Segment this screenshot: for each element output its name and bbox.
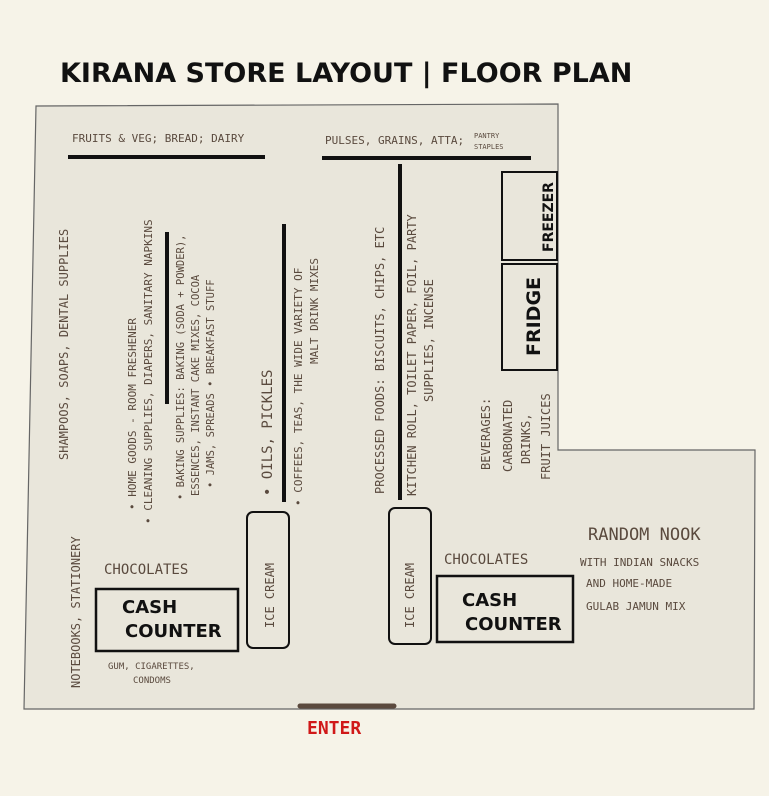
label-nook-3: AND HOME-MADE — [586, 577, 672, 590]
store-floor — [23, 103, 756, 710]
label-cash-right-2: COUNTER — [465, 614, 562, 635]
label-nook-2: WITH INDIAN SNACKS — [580, 556, 699, 569]
label-pantry-1: PANTRY — [474, 132, 500, 140]
label-notebooks: NOTEBOOKS, STATIONERY — [69, 536, 83, 688]
ice-cream-right — [388, 507, 432, 645]
label-nook-4: GULAB JAMUN MIX — [586, 600, 686, 613]
label-kitchen-1: KITCHEN ROLL, TOILET PAPER, FOIL, PARTY — [405, 213, 419, 496]
label-beverages-2: CARBONATED — [501, 400, 515, 472]
label-pulses: PULSES, GRAINS, ATTA; — [325, 134, 464, 147]
label-beverages-3: DRINKS, — [519, 413, 533, 464]
label-cash-left-1: CASH — [122, 597, 177, 618]
cash-counter-left — [94, 587, 240, 653]
freezer-unit — [501, 171, 558, 261]
label-beverages-1: BEVERAGES: — [479, 398, 493, 470]
label-coffees-2: MALT DRINK MIXES — [308, 258, 321, 364]
label-beverages-4: FRUIT JUICES — [539, 393, 553, 480]
label-coffees-1: • COFFEES, TEAS, THE WIDE VARIETY OF — [292, 268, 305, 506]
label-home-goods-2: • CLEANING SUPPLIES, DIAPERS, SANITARY N… — [142, 219, 155, 524]
label-home-goods-1: • HOME GOODS - ROOM FRESHENER — [126, 318, 139, 510]
label-oils: • OILS, PICKLES — [260, 370, 276, 496]
label-baking-3: • JAMS, SPREADS • BREAKFAST STUFF — [205, 279, 217, 488]
page-title: KIRANA STORE LAYOUT | FLOOR PLAN — [60, 58, 632, 89]
label-chocolates-left: CHOCOLATES — [104, 562, 188, 578]
label-baking-1: • BAKING SUPPLIES: BAKING (SODA + POWDER… — [175, 234, 187, 500]
ice-cream-left — [246, 511, 290, 649]
label-processed: PROCESSED FOODS: BISCUITS, CHIPS, ETC — [373, 227, 387, 494]
label-baking-2: ESSENCES, INSTANT CAKE MIXES, COCOA — [190, 274, 202, 496]
label-fruits-veg: FRUITS & VEG; BREAD; DAIRY — [72, 132, 245, 145]
label-ice-cream-left: ICE CREAM — [263, 563, 277, 628]
label-nook-1: RANDOM NOOK — [588, 525, 701, 545]
label-pantry-2: STAPLES — [474, 143, 504, 151]
label-gum-1: GUM, CIGARETTES, — [108, 662, 195, 672]
label-cash-right-1: CASH — [462, 590, 517, 611]
label-ice-cream-right: ICE CREAM — [403, 563, 417, 628]
label-chocolates-right: CHOCOLATES — [444, 552, 528, 568]
label-enter: ENTER — [307, 718, 361, 739]
label-fridge: FRIDGE — [523, 277, 545, 356]
label-gum-2: CONDOMS — [133, 676, 171, 686]
label-cash-left-2: COUNTER — [125, 621, 222, 642]
cash-counter-right — [435, 574, 575, 644]
label-freezer: FREEZER — [541, 182, 557, 252]
label-kitchen-2: SUPPLIES, INCENSE — [422, 279, 436, 402]
label-shampoos: SHAMPOOS, SOAPS, DENTAL SUPPLIES — [57, 229, 71, 460]
fridge-unit — [501, 263, 558, 371]
